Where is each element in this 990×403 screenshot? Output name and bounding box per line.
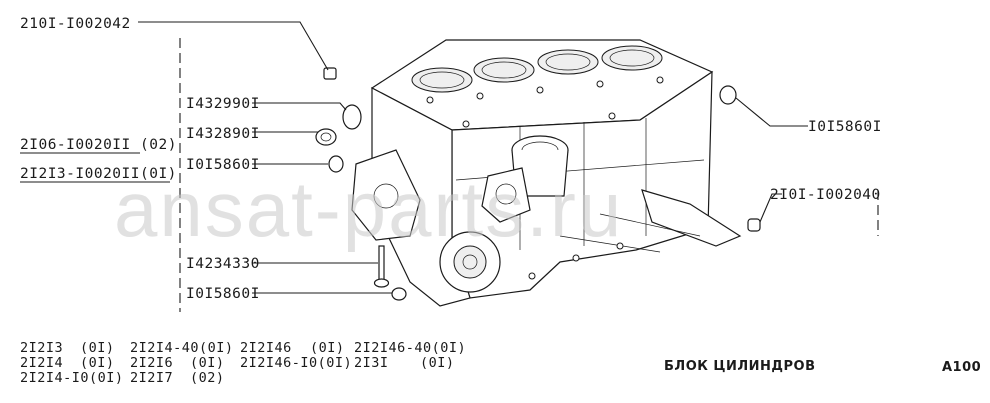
plug-part-2 (328, 155, 344, 173)
app-r1-c4-model: 2I2I46-40(0I) (354, 340, 466, 356)
seal-part (342, 104, 362, 130)
app-r3-c1-model: 2I2I4-I0(0I) (20, 370, 124, 386)
seal-part-2 (315, 128, 337, 146)
app-r1-c2-model: 2I2I4-40(0I) (130, 340, 234, 356)
app-r2-c4-qty: (0I) (420, 355, 455, 371)
callout-plug-2[interactable]: I0I5860I (186, 157, 260, 173)
cylinder-block-illustration (351, 39, 742, 307)
callout-seal-2[interactable]: I432890I (186, 126, 260, 142)
app-r2-c1-model: 2I2I4 (20, 355, 63, 371)
callout-block-assembly-2[interactable]: 2I2I3-I0020II(0I) (20, 166, 177, 182)
callout-seal-1[interactable]: I432990I (186, 96, 260, 112)
app-r2-c4-model: 2I3I (354, 355, 389, 371)
callout-plug-4[interactable]: I0I5860I (808, 119, 882, 135)
app-r1-c1-qty: (0I) (80, 340, 115, 356)
plug-part-4 (719, 85, 737, 105)
app-r1-c3-model: 2I2I46 (240, 340, 292, 356)
app-r1-c3-qty: (0I) (310, 340, 345, 356)
watermark: ansat-parts.ru (114, 165, 623, 253)
applicability-table: 2I2I3 (0I) 2I2I4-40(0I) 2I2I46 (0I) 2I2I… (20, 340, 466, 386)
callout-plug-3[interactable]: I0I5860I (186, 286, 260, 302)
plug-part-3 (391, 287, 407, 301)
callout-plug-5[interactable]: 2I0I-I002040 (770, 187, 881, 203)
leader-lines (20, 21, 808, 294)
callout-bolt[interactable]: I4234330 (186, 256, 260, 272)
callout-block-assembly[interactable]: 2I06-I0020II (20, 137, 131, 153)
plug-part (323, 67, 337, 80)
plug-part-5 (747, 218, 761, 232)
diagram-title: БЛОК ЦИЛИНДРОВ (664, 359, 815, 374)
app-r1-c1-model: 2I2I3 (20, 340, 63, 356)
app-r3-c2-model: 2I2I7 (130, 370, 173, 386)
app-r2-c2-model: 2I2I6 (130, 355, 173, 371)
callout-block-assembly-qty: (02) (140, 137, 177, 153)
app-r2-c3-model: 2I2I46-I0(0I) (240, 355, 352, 371)
app-r2-c1-qty: (0I) (80, 355, 115, 371)
app-r2-c2-qty: (0I) (190, 355, 225, 371)
page-code: A100 (942, 360, 981, 375)
small-parts (315, 67, 761, 301)
app-r3-c2-qty: (02) (190, 370, 225, 386)
callout-plug[interactable]: 210I-I002042 (20, 16, 131, 32)
callout-labels: 210I-I002042 I432990I I432890I 2I06-I002… (20, 16, 882, 302)
